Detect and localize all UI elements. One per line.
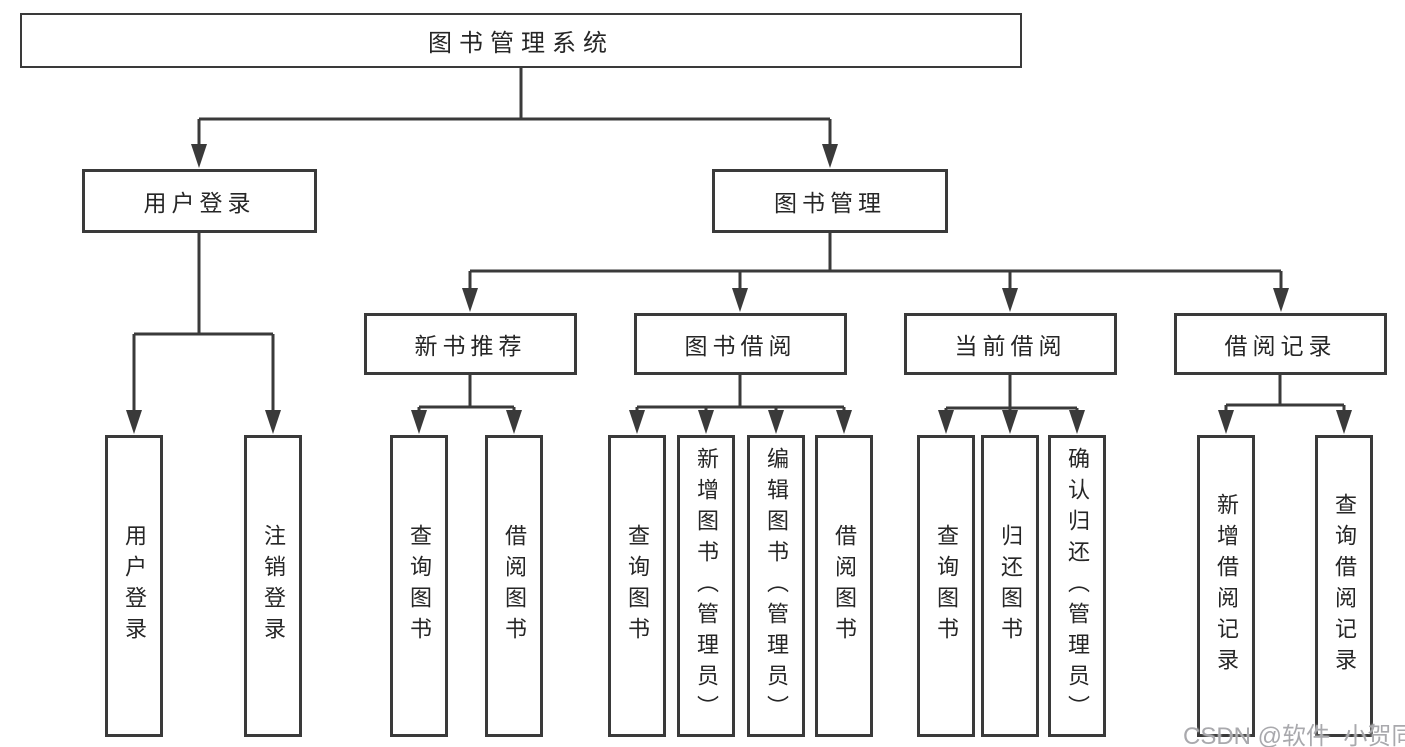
node-book-management-label: 图书管理 [774, 190, 886, 216]
leaf-cb-return-books-label: 归还图书 [998, 524, 1023, 648]
leaf-bb-borrow-books-label: 借阅图书 [832, 524, 857, 648]
leaf-logout: 注销登录 [244, 435, 302, 737]
node-new-book-recommend-label: 新书推荐 [414, 333, 527, 359]
node-borrowing-records-label: 借阅记录 [1224, 333, 1337, 359]
leaf-cb-confirm-return-admin: 确认归还（管理员） [1048, 435, 1106, 737]
leaf-logout-label: 注销登录 [261, 524, 286, 648]
node-book-borrowing-label: 图书借阅 [684, 333, 797, 359]
node-current-borrowing-label: 当前借阅 [954, 333, 1067, 359]
leaf-nbr-borrow-books-label: 借阅图书 [502, 524, 527, 648]
connector-root-to-level2 [197, 68, 832, 150]
node-library-system: 图书管理系统 [20, 13, 1022, 68]
node-new-book-recommend: 新书推荐 [364, 313, 577, 375]
leaf-br-add-record: 新增借阅记录 [1197, 435, 1255, 737]
leaf-user-login: 用户登录 [105, 435, 163, 737]
node-borrowing-records: 借阅记录 [1174, 313, 1387, 375]
leaf-cb-confirm-return-admin-label: 确认归还（管理员） [1065, 446, 1090, 726]
connector-bookborrow-to-leaves [635, 375, 846, 416]
leaf-br-add-record-label: 新增借阅记录 [1214, 493, 1239, 679]
leaf-bb-borrow-books: 借阅图书 [815, 435, 873, 737]
leaf-bb-add-books-admin: 新增图书（管理员） [677, 435, 735, 737]
leaf-cb-return-books: 归还图书 [981, 435, 1039, 737]
node-book-borrowing: 图书借阅 [634, 313, 847, 375]
leaf-nbr-query-books-label: 查询图书 [407, 524, 432, 648]
connector-userlogin-to-leaves [132, 233, 275, 416]
node-user-login-label: 用户登录 [143, 190, 256, 216]
leaf-bb-edit-books-admin: 编辑图书（管理员） [747, 435, 805, 737]
leaf-bb-edit-books-admin-label: 编辑图书（管理员） [764, 446, 789, 726]
connector-bookmgmt-to-sections [468, 233, 1283, 294]
leaf-bb-query-books-label: 查询图书 [625, 524, 650, 648]
leaf-br-query-record: 查询借阅记录 [1315, 435, 1373, 737]
leaf-bb-add-books-admin-label: 新增图书（管理员） [694, 446, 719, 726]
leaf-cb-query-books-label: 查询图书 [934, 524, 959, 648]
node-user-login: 用户登录 [82, 169, 317, 233]
leaf-cb-query-books: 查询图书 [917, 435, 975, 737]
connector-newbooks-to-leaves [417, 375, 516, 416]
csdn-watermark: CSDN @软件_小贺同学 [1183, 723, 1405, 747]
node-book-management: 图书管理 [712, 169, 948, 233]
connector-currentborrow-to-leaves [944, 375, 1079, 416]
connector-records-to-leaves [1224, 375, 1346, 416]
leaf-nbr-query-books: 查询图书 [390, 435, 448, 737]
node-library-system-label: 图书管理系统 [428, 30, 614, 57]
leaf-br-query-record-label: 查询借阅记录 [1332, 493, 1357, 679]
arrowheads [126, 144, 1352, 434]
node-current-borrowing: 当前借阅 [904, 313, 1117, 375]
leaf-user-login-label: 用户登录 [122, 524, 147, 648]
leaf-bb-query-books: 查询图书 [608, 435, 666, 737]
leaf-nbr-borrow-books: 借阅图书 [485, 435, 543, 737]
